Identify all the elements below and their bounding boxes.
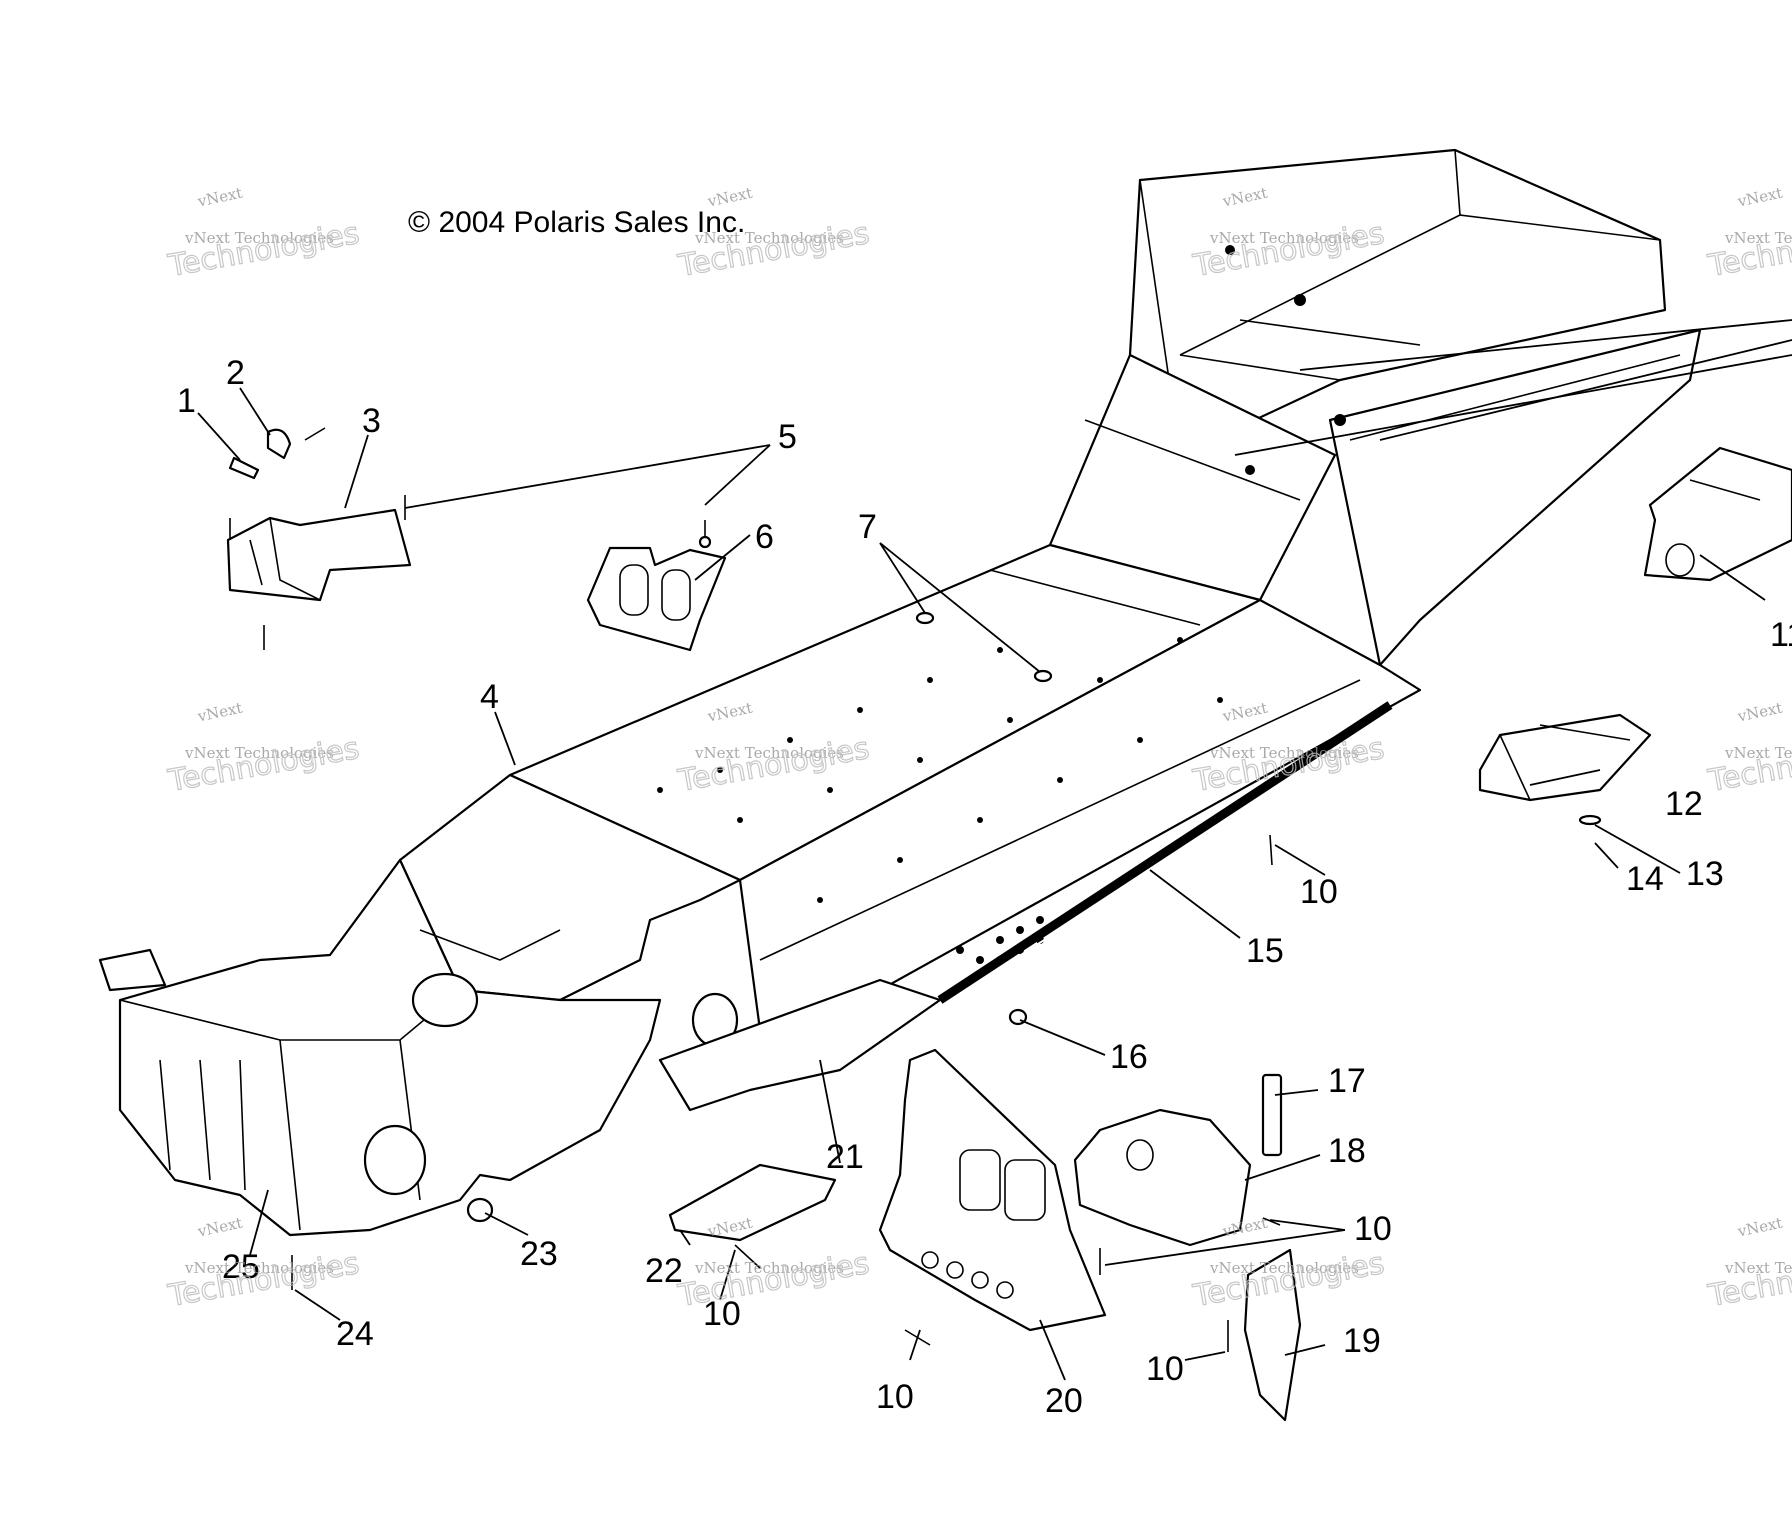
callout-2: 2 [226, 354, 245, 392]
watermark-full: vNext Technologies [1724, 1259, 1792, 1277]
part-19 [1243, 1248, 1302, 1422]
part-22 [668, 1163, 837, 1242]
part-13 [1578, 814, 1602, 826]
watermark-short: vNext [195, 699, 244, 726]
callout-18: 18 [1328, 1132, 1366, 1170]
callout-6: 6 [755, 518, 774, 556]
watermark-full: vNext Technologies [1209, 229, 1359, 247]
part-20-shield [878, 1048, 1107, 1332]
callout-labels: 1 2 3 5 6 7 4 11 12 13 14 10 15 16 17 18… [177, 354, 1792, 1420]
callout-10-b: 10 [1354, 1210, 1392, 1248]
callout-7: 7 [858, 508, 877, 546]
watermark-big: Technologies [1705, 731, 1792, 799]
callout-15: 15 [1246, 932, 1284, 970]
part-10-screws [734, 834, 1281, 1352]
callout-5: 5 [778, 418, 797, 456]
watermark-short: vNext [1735, 184, 1784, 211]
copyright-notice: © 2004 Polaris Sales Inc. [408, 206, 745, 239]
watermark-full: vNext Technologies [1209, 744, 1359, 762]
callout-23: 23 [520, 1235, 558, 1273]
watermark-big: Technologies [165, 216, 362, 284]
watermark-big: Technologies [1705, 216, 1792, 284]
callout-1: 1 [177, 382, 196, 420]
watermark-big: Technologies [165, 731, 362, 799]
watermark-short: vNext [1735, 699, 1784, 726]
part-3-bracket [226, 508, 412, 602]
callout-22: 22 [645, 1252, 683, 1290]
callout-19: 19 [1343, 1322, 1381, 1360]
watermark-short: vNext [1735, 1214, 1784, 1241]
watermark-short: vNext [195, 1214, 244, 1241]
watermark-big: Technologies [165, 1246, 362, 1314]
part-6-intake [586, 546, 727, 652]
watermark-full: vNext Technologies [694, 744, 844, 762]
part-2 [266, 428, 292, 460]
callout-17: 17 [1328, 1062, 1366, 1100]
callout-25: 25 [222, 1248, 260, 1286]
callout-20: 20 [1045, 1382, 1083, 1420]
watermark-short: vNext [195, 184, 244, 211]
callout-12: 12 [1665, 785, 1703, 823]
callout-10-d: 10 [876, 1378, 914, 1416]
callout-3: 3 [362, 402, 381, 440]
callout-21: 21 [826, 1138, 864, 1176]
part-11-bracket [1643, 446, 1792, 582]
callout-4: 4 [480, 678, 499, 716]
callout-16: 16 [1110, 1038, 1148, 1076]
leader-lines [197, 319, 1792, 1381]
callout-11: 11 [1770, 616, 1792, 654]
part-12-footrest [1478, 713, 1652, 802]
chassis-frame [98, 148, 1702, 1237]
watermark-full: vNext Technologies [1209, 1259, 1359, 1277]
callout-24: 24 [336, 1315, 374, 1353]
watermark-full: vNext Technologies [1724, 744, 1792, 762]
watermark-full: vNext Technologies [184, 744, 334, 762]
part-18-shield [1073, 1108, 1252, 1247]
part-17 [1261, 1073, 1283, 1157]
watermark-big: Technologies [675, 1246, 872, 1314]
watermark-full: vNext Technologies [184, 229, 334, 247]
part-1 [228, 456, 260, 480]
callout-10-a: 10 [1300, 873, 1338, 911]
callout-14: 14 [1626, 860, 1664, 898]
watermark-big: Technologies [1705, 1246, 1792, 1314]
callout-10-c: 10 [1146, 1350, 1184, 1388]
callout-13: 13 [1686, 855, 1724, 893]
part-15-rod [937, 701, 1396, 1004]
part-23 [466, 1197, 494, 1223]
callout-10-e: 10 [703, 1295, 741, 1333]
watermark-full: vNext Technologies [694, 229, 844, 247]
watermark-full: vNext Technologies [694, 1259, 844, 1277]
watermark-full: vNext Technologies [1724, 229, 1792, 247]
watermark-full: vNext Technologies [184, 1259, 334, 1277]
